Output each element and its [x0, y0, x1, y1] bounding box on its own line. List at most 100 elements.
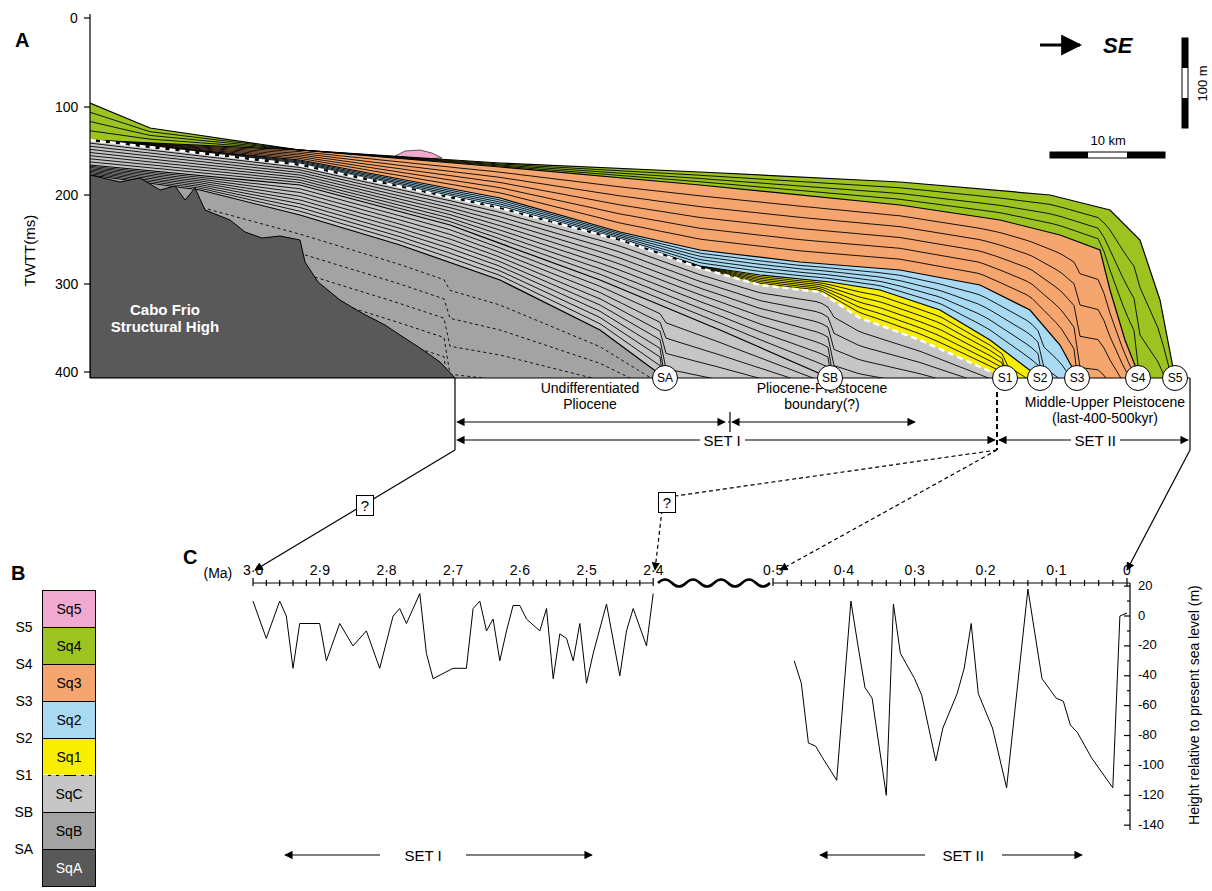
axis-tick	[1084, 580, 1085, 586]
query-box: ?	[356, 495, 374, 516]
axis-tick	[971, 580, 972, 586]
set-label: SET II	[943, 847, 984, 864]
section-frame	[84, 14, 1190, 378]
legend-text: SqC	[55, 786, 82, 802]
axis-tick-label: -60	[1138, 698, 1157, 713]
axis-tick-label: 0	[70, 10, 78, 26]
axis-tick	[772, 578, 773, 586]
axis-tick	[346, 580, 347, 586]
axis-tick	[493, 580, 494, 586]
clinoform-reflector	[90, 140, 1194, 378]
axis-tick	[292, 580, 293, 586]
direction-label: SE	[1103, 33, 1132, 58]
boundary-label: S2	[16, 730, 33, 746]
clinoform-reflector	[90, 170, 1194, 378]
boundary-label: S4	[16, 656, 33, 672]
axis-tick	[559, 580, 560, 586]
axis-title: Height relative to present sea level (m)	[1186, 585, 1202, 825]
axis-tick	[1127, 720, 1130, 721]
axis-tick	[599, 580, 600, 586]
axis-tick-label: -40	[1138, 668, 1157, 683]
axis-tick	[1027, 580, 1028, 586]
legend-swatch: Sq2	[42, 701, 96, 739]
axis-tick	[1124, 825, 1130, 826]
clinoform-reflector	[90, 162, 1194, 378]
sea-level-curve	[794, 589, 1127, 795]
legend-swatch: SqB	[42, 812, 96, 850]
axis-tick-label: 200	[55, 187, 78, 203]
clinoform-reflector	[90, 140, 1194, 378]
legend-text: Sq2	[57, 712, 82, 728]
axis-tick-label: 2·6	[510, 562, 530, 578]
axis-tick	[843, 578, 844, 586]
clinoform-reflector	[90, 168, 1194, 379]
panel-letter: B	[11, 562, 25, 585]
axis-tick	[787, 580, 788, 586]
surface-circle: S5	[1162, 365, 1188, 391]
legend-text: Sq4	[57, 638, 82, 654]
axis-tick-label: 20	[1138, 579, 1152, 594]
axis-tick	[653, 578, 654, 586]
surface-circle: S4	[1125, 365, 1151, 391]
boundary-label: SA	[15, 841, 34, 857]
clinoform-reflector	[90, 153, 1194, 379]
axis-tick-label: -120	[1138, 788, 1164, 803]
axis-tick	[1127, 810, 1130, 811]
legend-text: SqA	[56, 860, 82, 876]
clinoform-reflector	[90, 140, 1194, 378]
axis-tick	[886, 580, 887, 586]
surface-circle: S2	[1027, 365, 1053, 391]
axis-tick	[1127, 690, 1130, 691]
sequence-boundary	[90, 165, 830, 378]
axis-tick	[639, 580, 640, 586]
clinoform-reflector	[90, 140, 1194, 378]
clinoform-reflector	[90, 159, 1194, 378]
age-label: Undifferentiated Pliocene	[515, 380, 665, 412]
axis-tick	[857, 580, 858, 586]
legend-swatch: SqC	[42, 775, 96, 813]
axis-tick-label: 0·5	[763, 562, 783, 578]
axis-tick	[519, 578, 520, 586]
boundary-label: S5	[16, 619, 33, 635]
legend-text: SqB	[56, 823, 82, 839]
axis-tick	[586, 578, 587, 586]
axis-tick	[1124, 735, 1130, 736]
axis-tick	[1124, 765, 1130, 766]
axis-tick	[279, 580, 280, 586]
axis-tick	[956, 580, 957, 586]
clinoform-reflector	[90, 140, 1194, 378]
axis-tick	[453, 578, 454, 586]
axis-tick	[985, 578, 986, 586]
axis-tick-label: 2·8	[376, 562, 396, 578]
boundary-label: S3	[16, 693, 33, 709]
axis-tick-label: -100	[1138, 758, 1164, 773]
age-label: Middle-Upper Pleistocene (last-400-500ky…	[1015, 394, 1195, 426]
axis-tick	[815, 580, 816, 586]
clinoform-reflector	[90, 174, 1194, 378]
axis-tick	[1112, 580, 1113, 586]
axis-tick	[1124, 705, 1130, 706]
axis-tick	[801, 580, 802, 586]
axis-tick-label: -80	[1138, 728, 1157, 743]
axis-tick	[573, 580, 574, 586]
set-label: SET II	[1071, 432, 1120, 449]
clinoform-reflector	[90, 173, 1194, 379]
node-text: SA	[657, 371, 673, 385]
axis-tick	[1124, 586, 1130, 587]
clinoform-reflector	[90, 140, 1194, 378]
clinoform-reflector	[90, 169, 1194, 378]
clinoform-reflector	[90, 140, 1194, 378]
node-text: SB	[822, 371, 838, 385]
axis-tick	[1124, 675, 1130, 676]
axis-tick	[399, 580, 400, 586]
sequence-boundary	[90, 140, 1140, 378]
axis-tick-label: 3·0	[243, 562, 263, 578]
axis-tick	[1127, 600, 1130, 601]
axis-tick	[546, 580, 547, 586]
set-label: SET I	[405, 847, 442, 864]
sea-level-chart	[253, 578, 1130, 855]
axis-tick	[372, 580, 373, 586]
axis-tick	[359, 580, 360, 586]
axis-tick	[1070, 580, 1071, 586]
